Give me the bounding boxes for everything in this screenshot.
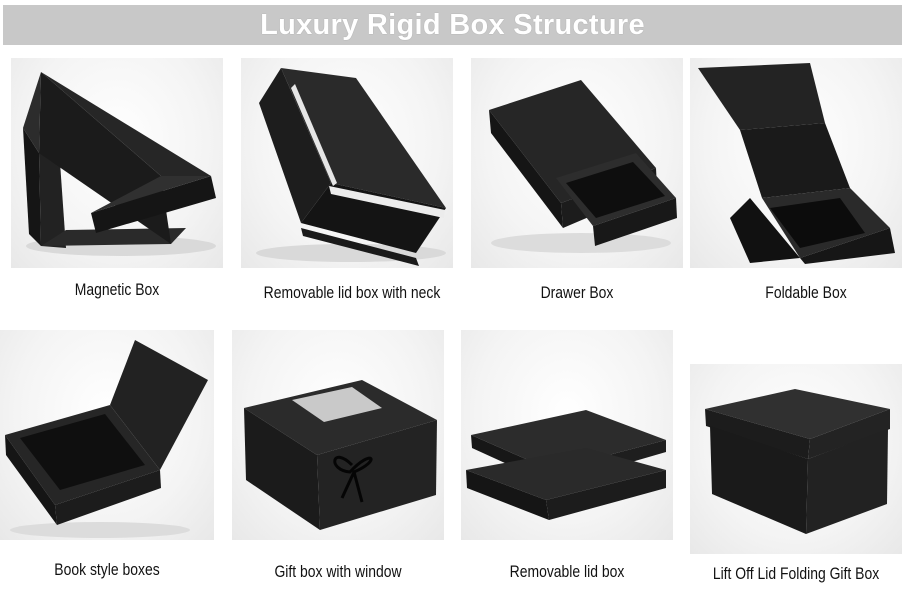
caption-drawer-box: Drawer Box (540, 283, 614, 302)
title-banner: Luxury Rigid Box Structure (3, 5, 902, 45)
removable-lid-box-image (461, 330, 673, 540)
foldable-box-image (690, 58, 902, 268)
magnetic-box-image (11, 58, 223, 268)
page-title: Luxury Rigid Box Structure (260, 8, 645, 41)
caption-lift-off-lid: Lift Off Lid Folding Gift Box (712, 564, 880, 583)
caption-book-style: Book style boxes (54, 560, 160, 579)
removable-lid-neck-box-image (241, 58, 453, 268)
caption-removable-lid-neck: Removable lid box with neck (263, 283, 441, 302)
drawer-box-image (471, 58, 683, 268)
lift-off-lid-box-image (690, 364, 902, 554)
caption-gift-window: Gift box with window (274, 562, 402, 581)
caption-magnetic-box: Magnetic Box (74, 280, 160, 299)
caption-removable-lid: Removable lid box (509, 562, 625, 581)
book-style-box-image (0, 330, 214, 540)
gift-box-window-image (232, 330, 444, 540)
caption-foldable-box: Foldable Box (765, 283, 847, 302)
